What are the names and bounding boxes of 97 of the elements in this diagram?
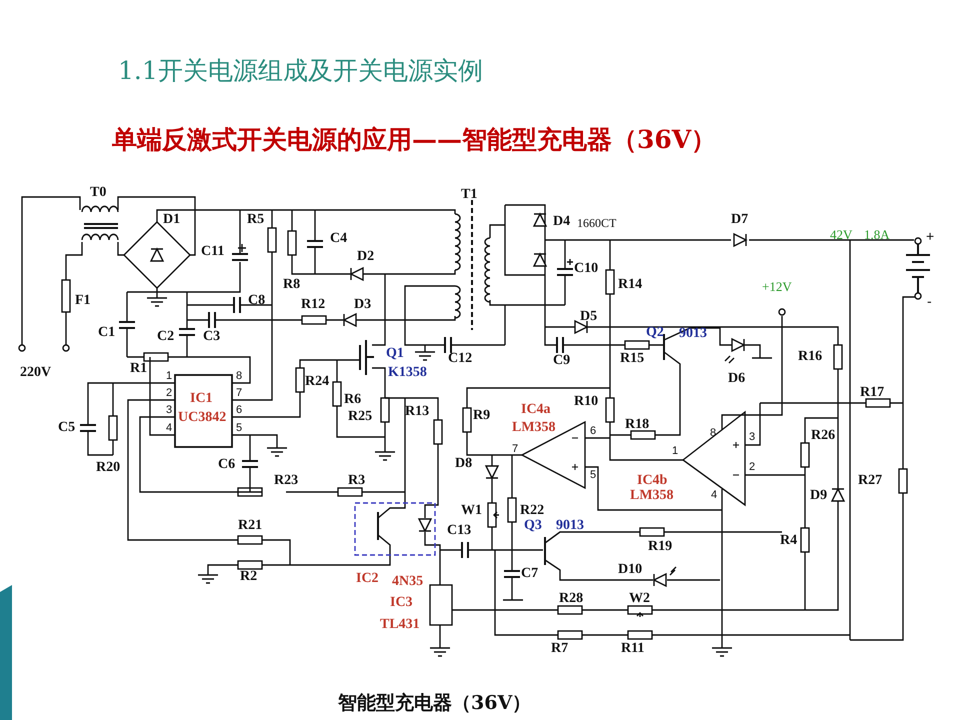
- component-label: R5: [247, 213, 264, 227]
- component-label: C8: [248, 294, 266, 308]
- subtitle: 单端反激式开关电源的应用——智能型充电器（36V）: [112, 127, 716, 152]
- component-label: R15: [620, 352, 644, 366]
- component-label: D7: [731, 213, 748, 227]
- pin-number: 6: [590, 426, 596, 437]
- terminal-sign: -: [927, 294, 932, 308]
- component-label: R22: [520, 504, 544, 518]
- component-label: R2: [240, 570, 258, 584]
- component-label: W2: [629, 592, 650, 606]
- component-label: R28: [559, 592, 584, 606]
- component-label: W1: [461, 504, 482, 518]
- voltage-label: 42V: [830, 228, 852, 241]
- component-label: R12: [301, 298, 326, 312]
- ic-label: 4N35: [392, 575, 424, 589]
- component-label: R6: [344, 393, 362, 407]
- component-label: D5: [580, 310, 598, 324]
- ic-label: LM358: [630, 489, 674, 503]
- component-label: R9: [473, 409, 490, 423]
- component-label: C3: [203, 330, 220, 344]
- component-label: F1: [75, 294, 91, 308]
- component-label: D2: [357, 250, 374, 264]
- ic-label: UC3842: [178, 411, 226, 425]
- component-label: D9: [810, 489, 828, 503]
- component-label: D6: [728, 372, 746, 386]
- component-label: R3: [348, 474, 366, 488]
- component-label: R7: [551, 642, 568, 656]
- component-label: R13: [405, 405, 430, 419]
- part-number: 1660CT: [577, 217, 616, 229]
- component-label: R11: [621, 642, 644, 656]
- component-label: R24: [305, 375, 330, 389]
- component-label: R23: [274, 474, 298, 488]
- pin-number: 7: [236, 388, 242, 399]
- component-label: R1: [130, 362, 148, 376]
- slide-title: 1.1开关电源组成及开关电源实例: [118, 55, 483, 87]
- ic-label: IC2: [356, 572, 379, 586]
- pin-number: 2: [749, 462, 756, 473]
- component-label: R17: [860, 386, 884, 400]
- component-label: C2: [157, 330, 174, 344]
- component-label: C6: [218, 458, 236, 472]
- component-label: C11: [201, 245, 224, 259]
- component-label: R26: [811, 429, 836, 443]
- pin-number: 1: [166, 371, 172, 382]
- transistor-label: 9013: [556, 519, 584, 533]
- transistor-label: Q1: [386, 347, 404, 361]
- ic-label: IC4a: [521, 403, 551, 417]
- pin-number: 1: [672, 446, 678, 457]
- component-label: D8: [455, 457, 472, 471]
- voltage-label: +12V: [762, 280, 792, 293]
- pin-number: 3: [749, 432, 756, 443]
- component-label: T1: [461, 188, 478, 202]
- voltage-label: 1.8A: [864, 228, 890, 241]
- component-label: C5: [58, 421, 76, 435]
- component-label: D1: [163, 213, 180, 227]
- pin-number: 5: [236, 423, 242, 434]
- terminal-sign: +: [926, 229, 934, 243]
- component-label: T0: [90, 186, 106, 200]
- ic-label: LM358: [512, 421, 556, 435]
- pin-number: 8: [236, 371, 242, 382]
- ic-label: IC3: [390, 596, 413, 610]
- transistor-label: K1358: [388, 366, 427, 380]
- component-label: R25: [348, 410, 372, 424]
- component-label: D10: [618, 563, 642, 577]
- component-label: C4: [330, 232, 348, 246]
- component-label: C13: [447, 524, 472, 538]
- component-label: R10: [574, 395, 598, 409]
- ic-label: IC1: [190, 392, 213, 406]
- pin-number: 4: [711, 490, 718, 501]
- component-label: R20: [96, 461, 120, 475]
- pin-number: 2: [166, 388, 172, 399]
- ic-label: TL431: [380, 618, 420, 632]
- caption: 智能型充电器（36V）: [338, 691, 532, 716]
- transistor-label: Q2: [646, 326, 664, 340]
- transistor-label: 9013: [679, 327, 707, 341]
- component-label: R19: [648, 540, 672, 554]
- component-label: 220V: [20, 366, 52, 380]
- ic-label: IC4b: [637, 474, 668, 488]
- component-label: D3: [354, 298, 372, 312]
- component-label: C9: [553, 354, 570, 368]
- pin-number: 6: [236, 405, 242, 416]
- component-label: R21: [238, 519, 262, 533]
- transistor-label: Q3: [524, 519, 542, 533]
- pin-number: 5: [590, 470, 596, 481]
- component-label: R16: [798, 350, 822, 364]
- pin-number: 3: [166, 405, 172, 416]
- component-label: C7: [521, 567, 538, 581]
- component-label: D4: [553, 215, 570, 229]
- component-label: R8: [283, 278, 300, 292]
- component-label: R18: [625, 418, 650, 432]
- pin-number: 7: [512, 444, 518, 455]
- component-label: R14: [618, 278, 642, 292]
- component-label: R27: [858, 474, 882, 488]
- component-label: C12: [448, 352, 472, 366]
- pin-number: 4: [166, 423, 172, 434]
- component-label: R4: [780, 534, 798, 548]
- component-label: C1: [98, 326, 116, 340]
- component-label: C10: [574, 262, 598, 276]
